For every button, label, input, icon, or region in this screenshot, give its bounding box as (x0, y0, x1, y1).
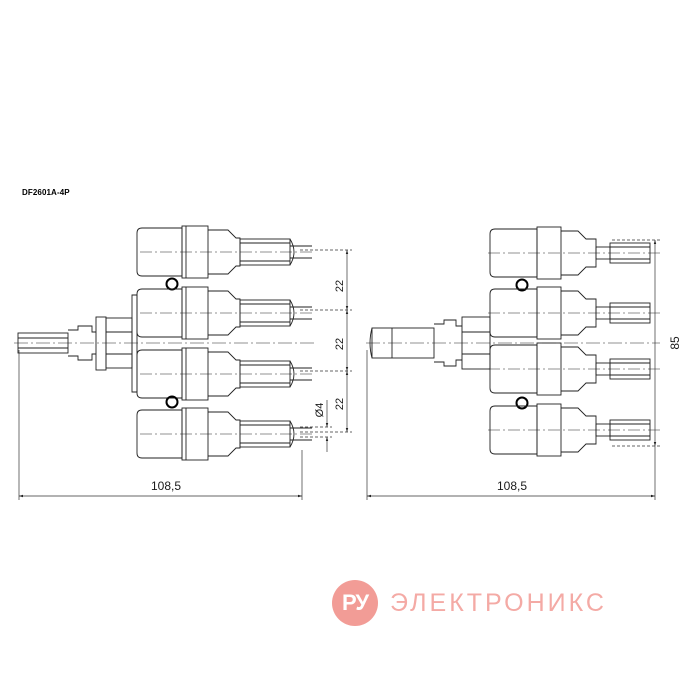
left-pitch-1-label: 22 (334, 280, 346, 292)
left-view-drawing (14, 294, 315, 393)
right-branch-1 (488, 226, 660, 292)
polarity-ring-icon (165, 277, 179, 291)
watermark: РУ ЭЛЕКТРОНИКС (332, 580, 607, 626)
right-branch-3 (488, 342, 660, 410)
left-dimensions (18, 249, 352, 500)
right-length-label: 108,5 (497, 479, 527, 493)
watermark-logo: РУ (332, 580, 378, 626)
right-height-label: 85 (668, 336, 682, 350)
left-branch-3 (136, 347, 315, 409)
model-label: DF2601A-4P (22, 188, 70, 197)
right-view-drawing (366, 316, 660, 370)
right-dimensions (366, 239, 660, 500)
left-diameter-label: Ø4 (314, 403, 326, 418)
left-branch-2 (136, 286, 315, 340)
left-length-label: 108,5 (151, 479, 181, 493)
right-branches (488, 226, 660, 457)
left-branches (136, 225, 315, 461)
right-branch-4 (488, 403, 660, 457)
watermark-brand-text: ЭЛЕКТРОНИКС (390, 588, 607, 617)
polarity-ring-icon (515, 278, 529, 292)
left-pitch-2-label: 22 (334, 338, 346, 350)
left-branch-4 (136, 407, 315, 461)
left-input-cable (17, 316, 133, 371)
right-branch-2 (488, 286, 660, 340)
polarity-ring-icon (515, 396, 529, 410)
left-pitch-3-label: 22 (334, 398, 346, 410)
left-manifold (131, 294, 138, 393)
left-branch-1 (136, 225, 315, 291)
polarity-ring-icon (165, 395, 179, 409)
